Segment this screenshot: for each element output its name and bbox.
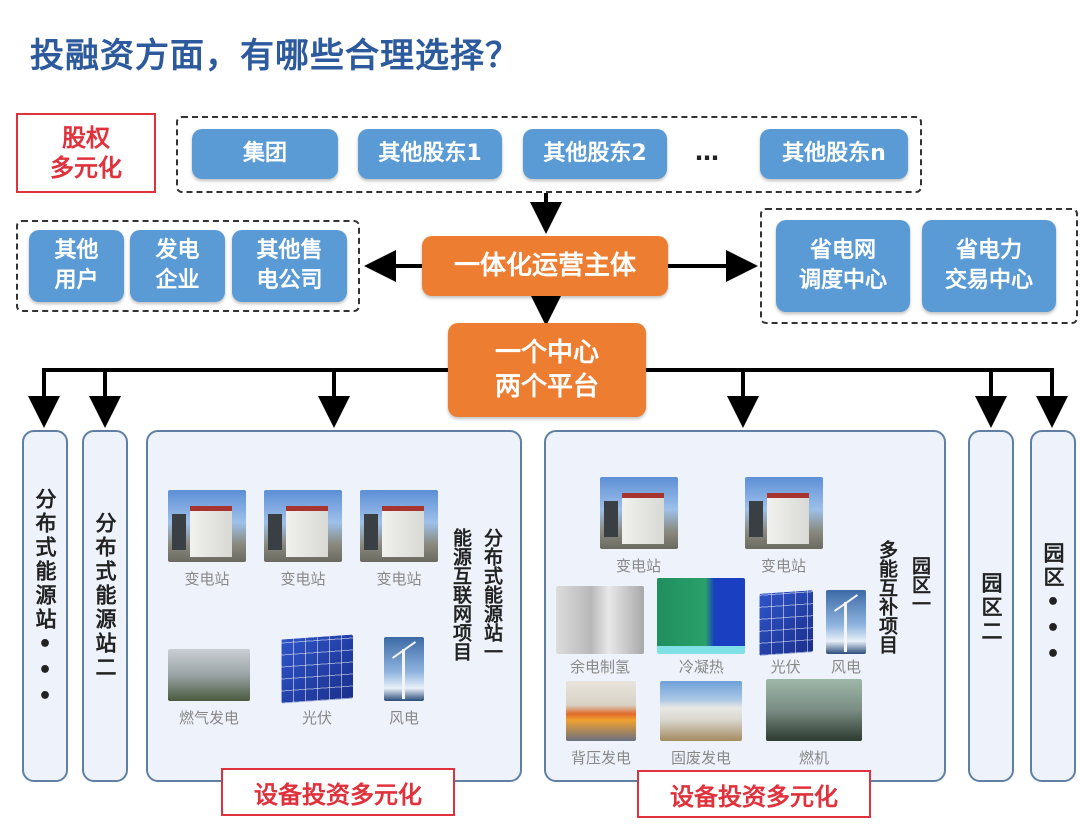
condensing-heat-image — [657, 578, 746, 654]
park-two-column[interactable]: 园区二 — [968, 430, 1014, 782]
project2-item: 燃机 — [766, 679, 862, 768]
park-more-dots: • • • — [1045, 590, 1061, 667]
item-label: 变电站 — [280, 570, 326, 588]
project1-item: 变电站 — [360, 490, 438, 589]
substation-image — [744, 477, 823, 549]
project2-item: 光伏 — [758, 590, 813, 677]
substation-image — [264, 490, 342, 562]
substation-image — [168, 490, 246, 562]
park-two-label: 园区二 — [979, 572, 1003, 644]
project2-title: 园区一 — [909, 556, 931, 613]
item-label: 燃机 — [798, 749, 829, 767]
station-more-dots: • • • — [37, 632, 53, 709]
page-title: 投融资方面，有哪些合理选择？ — [30, 36, 520, 76]
solar-panel-image — [281, 634, 353, 704]
item-label: 冷凝热 — [678, 658, 724, 676]
project1-items: 变电站 变电站 变电站 燃气发电 光伏 风电 — [168, 490, 438, 728]
provincial-power-exchange-center[interactable]: 省电力 交易中心 — [922, 220, 1056, 312]
park-more-column[interactable]: 园区 • • • — [1030, 430, 1076, 782]
gas-turbine-image — [766, 679, 862, 741]
shareholder-group-company[interactable]: 集团 — [192, 129, 338, 179]
item-label: 背压发电 — [570, 749, 631, 767]
station-more-column[interactable]: 分布式能源站 • • • — [22, 430, 68, 782]
project2-items: 变电站 变电站 余电制氢 冷凝热 光伏 风电 背压发电 固废发电 燃机 — [556, 477, 866, 768]
project2-equipment-tag: 设备投资多元化 — [637, 770, 871, 818]
partner-power-generation[interactable]: 发电 企业 — [130, 230, 225, 302]
provincial-grid-dispatch-center[interactable]: 省电网 调度中心 — [776, 220, 910, 312]
project1-title: 分布式能源站一 — [481, 528, 503, 661]
shareholders-ellipsis: … — [695, 138, 719, 166]
shareholder-other-n[interactable]: 其他股东n — [760, 129, 908, 179]
wind-turbine-image — [825, 590, 866, 654]
integrated-operator[interactable]: 一体化运营主体 — [422, 236, 668, 296]
project1-item: 光伏 — [281, 634, 353, 728]
project1-item: 变电站 — [264, 490, 342, 589]
gas-power-image — [168, 649, 250, 701]
item-label: 变电站 — [376, 570, 422, 588]
project1-item: 风电 — [384, 637, 424, 728]
left-partners-group — [16, 220, 360, 312]
item-label: 固废发电 — [670, 749, 731, 767]
item-label: 变电站 — [615, 557, 661, 575]
project1-subtitle: 能源互联网项目 — [450, 528, 472, 661]
equity-diversification-label: 股权 多元化 — [16, 113, 156, 193]
wind-turbine-image — [384, 637, 424, 701]
hydrogen-equipment-image — [556, 586, 644, 654]
substation-image — [360, 490, 438, 562]
station-two-label: 分布式能源站二 — [93, 512, 117, 680]
project1-title-block: 分布式能源站一 能源互联网项目 — [448, 528, 506, 661]
project2-item: 变电站 — [599, 477, 678, 576]
project2-item: 风电 — [825, 590, 866, 677]
project1-item: 燃气发电 — [168, 649, 250, 728]
item-label: 变电站 — [760, 557, 806, 575]
solar-panel-image — [758, 590, 813, 656]
item-label: 变电站 — [184, 570, 230, 588]
item-label: 光伏 — [301, 709, 332, 727]
item-label: 风电 — [830, 658, 861, 676]
item-label: 燃气发电 — [178, 709, 239, 727]
project2-item: 变电站 — [744, 477, 823, 576]
project2-item: 冷凝热 — [657, 578, 746, 677]
item-label: 余电制氢 — [569, 658, 630, 676]
park-more-label: 园区 — [1041, 542, 1065, 590]
project2-item: 背压发电 — [566, 681, 636, 768]
project2-title-block: 园区一 多能互补项目 — [874, 540, 934, 654]
station-two-column[interactable]: 分布式能源站二 — [82, 430, 128, 782]
item-label: 光伏 — [770, 658, 801, 676]
shareholders-group — [176, 116, 922, 193]
shareholder-other-2[interactable]: 其他股东2 — [523, 129, 667, 179]
shareholder-other-1[interactable]: 其他股东1 — [358, 129, 502, 179]
station-more-label: 分布式能源站 — [33, 488, 57, 632]
project2-item: 余电制氢 — [556, 586, 644, 677]
project2-item: 固废发电 — [660, 681, 742, 768]
partner-other-retailers[interactable]: 其他售 电公司 — [232, 230, 347, 302]
project1-equipment-tag: 设备投资多元化 — [221, 768, 455, 816]
back-pressure-image — [566, 681, 636, 741]
partner-other-users[interactable]: 其他 用户 — [29, 230, 124, 302]
substation-image — [599, 477, 678, 549]
one-center-two-platforms[interactable]: 一个中心 两个平台 — [448, 323, 646, 417]
project2-subtitle: 多能互补项目 — [876, 540, 898, 654]
project1-item: 变电站 — [168, 490, 246, 589]
solid-waste-image — [660, 681, 742, 741]
item-label: 风电 — [388, 709, 419, 727]
right-partners-group — [760, 208, 1078, 324]
